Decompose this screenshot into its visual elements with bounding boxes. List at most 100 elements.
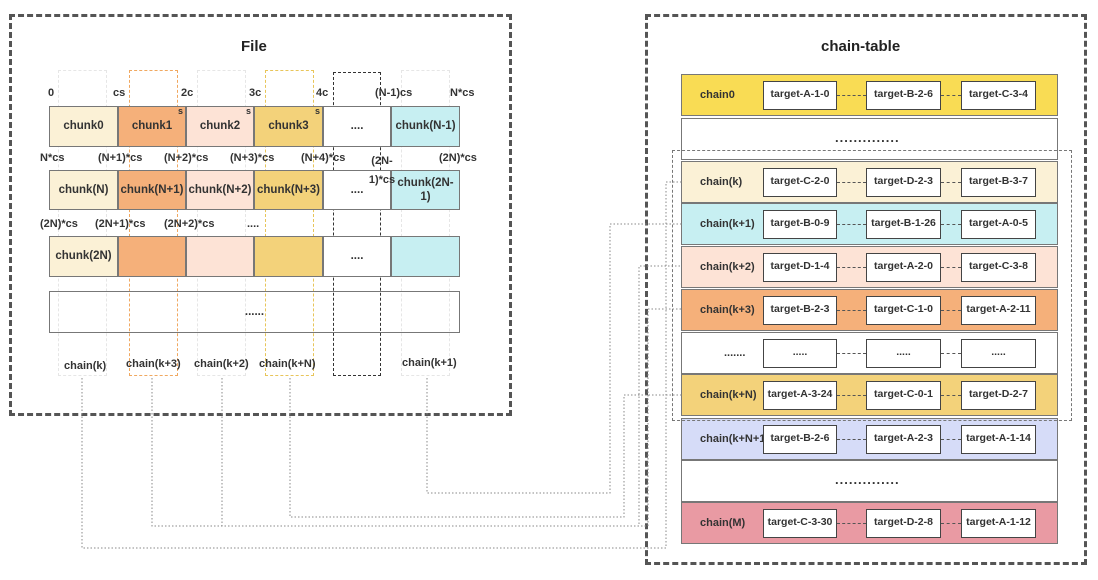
target-link <box>941 439 961 440</box>
target-link <box>941 353 961 354</box>
target-box: target-B-2-6 <box>866 80 941 110</box>
offset-2n1-cs: (2N+1)*cs <box>95 218 146 230</box>
target-box: ..... <box>866 338 941 368</box>
column-outline-chunk3 <box>265 70 314 376</box>
target-box: target-B-3-7 <box>961 167 1036 197</box>
connector-chain-k3 <box>151 308 682 527</box>
chunk-label: .... <box>350 250 364 263</box>
offset-2n-1-cs: (2N-1)*cs <box>368 155 396 186</box>
target-link <box>837 523 866 524</box>
chunk-n3-cell: chunk(N+3) <box>254 170 323 210</box>
chain-label-k1: chain(k+1) <box>402 357 457 369</box>
offset-2n-cs-2: (2N)*cs <box>40 218 78 230</box>
target-link <box>941 182 961 183</box>
offset-n4-cs: (N+4)*cs <box>301 152 346 164</box>
chunk-label: chunk0 <box>63 120 104 133</box>
target-box: target-C-3-8 <box>961 252 1036 282</box>
target-box: target-D-2-3 <box>866 167 941 197</box>
offset-2n2-cs: (2N+2)*cs <box>164 218 215 230</box>
target-box: target-B-2-3 <box>763 295 837 325</box>
chunk0-cell: chunk0 <box>49 106 118 147</box>
ellipsis-row: .............. <box>835 472 900 487</box>
chunk-label: chunk(N+2) <box>188 183 252 196</box>
target-box: target-A-1-14 <box>961 424 1036 454</box>
chunk-n1-cell: chunk(N+1) <box>118 170 186 210</box>
chain-row-label: ....... <box>724 347 746 359</box>
target-box: target-B-2-6 <box>763 424 837 454</box>
target-box: target-A-1-12 <box>961 508 1036 538</box>
chunk-2n-cell: chunk(2N) <box>49 236 118 277</box>
offset-2n-cs: (2N)*cs <box>439 152 477 164</box>
chunk-label: ...... <box>244 305 265 318</box>
dots-cell: .... <box>323 170 391 210</box>
chunk-2n3-cell <box>254 236 323 277</box>
chunk-2n-1-cell: chunk(2N-1) <box>391 170 460 210</box>
target-box: target-A-1-0 <box>763 80 837 110</box>
target-link <box>941 523 961 524</box>
chunk-label: chunk1 <box>131 120 173 133</box>
target-box: target-C-1-0 <box>866 295 941 325</box>
chain-row-label: chain(k+3) <box>700 304 755 316</box>
target-link <box>941 395 961 396</box>
chain-range-outline <box>672 150 1072 421</box>
chunk-n-cell: chunk(N) <box>49 170 118 210</box>
column-outline-chunkN1 <box>401 70 450 376</box>
target-link <box>941 267 961 268</box>
chain-row-label: chain0 <box>700 89 735 101</box>
target-box: ..... <box>961 338 1036 368</box>
s-marker: s <box>177 106 183 116</box>
column-outline-dots <box>333 72 381 376</box>
chain-label-k: chain(k) <box>64 360 107 372</box>
chunk-label: chunk(2N-1) <box>397 176 454 203</box>
dots-cell: .... <box>323 106 391 147</box>
chunk-2n1-cell <box>118 236 186 277</box>
target-box: target-B-1-26 <box>866 209 941 239</box>
column-outline-chunk1 <box>129 70 178 376</box>
chunk-label: chunk(N+1) <box>120 183 184 196</box>
chain-row-label: chain(k+N) <box>700 389 757 401</box>
offset-n1-cs: (N+1)*cs <box>98 152 143 164</box>
chunk-label: chunk(N-1) <box>395 120 456 133</box>
target-link <box>941 224 961 225</box>
chain-label-kn: chain(k+N) <box>259 358 316 370</box>
offset-4c: 4c <box>316 87 329 99</box>
ellipsis-row: .............. <box>835 130 900 145</box>
target-box: target-C-3-4 <box>961 80 1036 110</box>
file-remaining-row: ...... <box>49 291 460 333</box>
chunk1-cell: chunk1 s <box>118 106 186 147</box>
chain-row-label: chain(k) <box>700 176 743 188</box>
offset-cs: cs <box>113 87 126 99</box>
target-link <box>837 95 866 96</box>
target-box: target-A-2-0 <box>866 252 941 282</box>
target-box: target-A-3-24 <box>763 380 837 410</box>
column-outline-chunk2 <box>197 70 246 376</box>
offset-n2-cs: (N+2)*cs <box>164 152 209 164</box>
connector-chain-k2 <box>221 265 682 527</box>
connector-chain-kn <box>289 378 682 518</box>
chain-row <box>681 118 1058 160</box>
chain-table-title: chain-table <box>821 38 901 55</box>
target-link <box>941 310 961 311</box>
target-box: target-A-2-3 <box>866 424 941 454</box>
chunk-3n-1-cell <box>391 236 460 277</box>
file-title: File <box>241 38 267 55</box>
s-marker: s <box>245 106 251 116</box>
target-link <box>837 310 866 311</box>
target-link <box>837 395 866 396</box>
s-marker: s <box>314 106 320 116</box>
file-frame <box>9 14 512 416</box>
chunk-label: chunk(N) <box>58 183 109 196</box>
offset-n-1-cs: (N-1)cs <box>375 87 413 99</box>
offset-n3-cs: (N+3)*cs <box>230 152 275 164</box>
chunk-n-1-cell: chunk(N-1) <box>391 106 460 147</box>
chunk-label: chunk(N+3) <box>257 183 320 196</box>
target-box: target-C-2-0 <box>763 167 837 197</box>
connector-chain-k1 <box>426 223 682 494</box>
connector-chain-k <box>81 181 682 549</box>
target-link <box>837 224 866 225</box>
target-box: target-B-0-9 <box>763 209 837 239</box>
target-box: target-D-1-4 <box>763 252 837 282</box>
target-link <box>837 439 866 440</box>
chain-label-k2: chain(k+2) <box>194 358 249 370</box>
